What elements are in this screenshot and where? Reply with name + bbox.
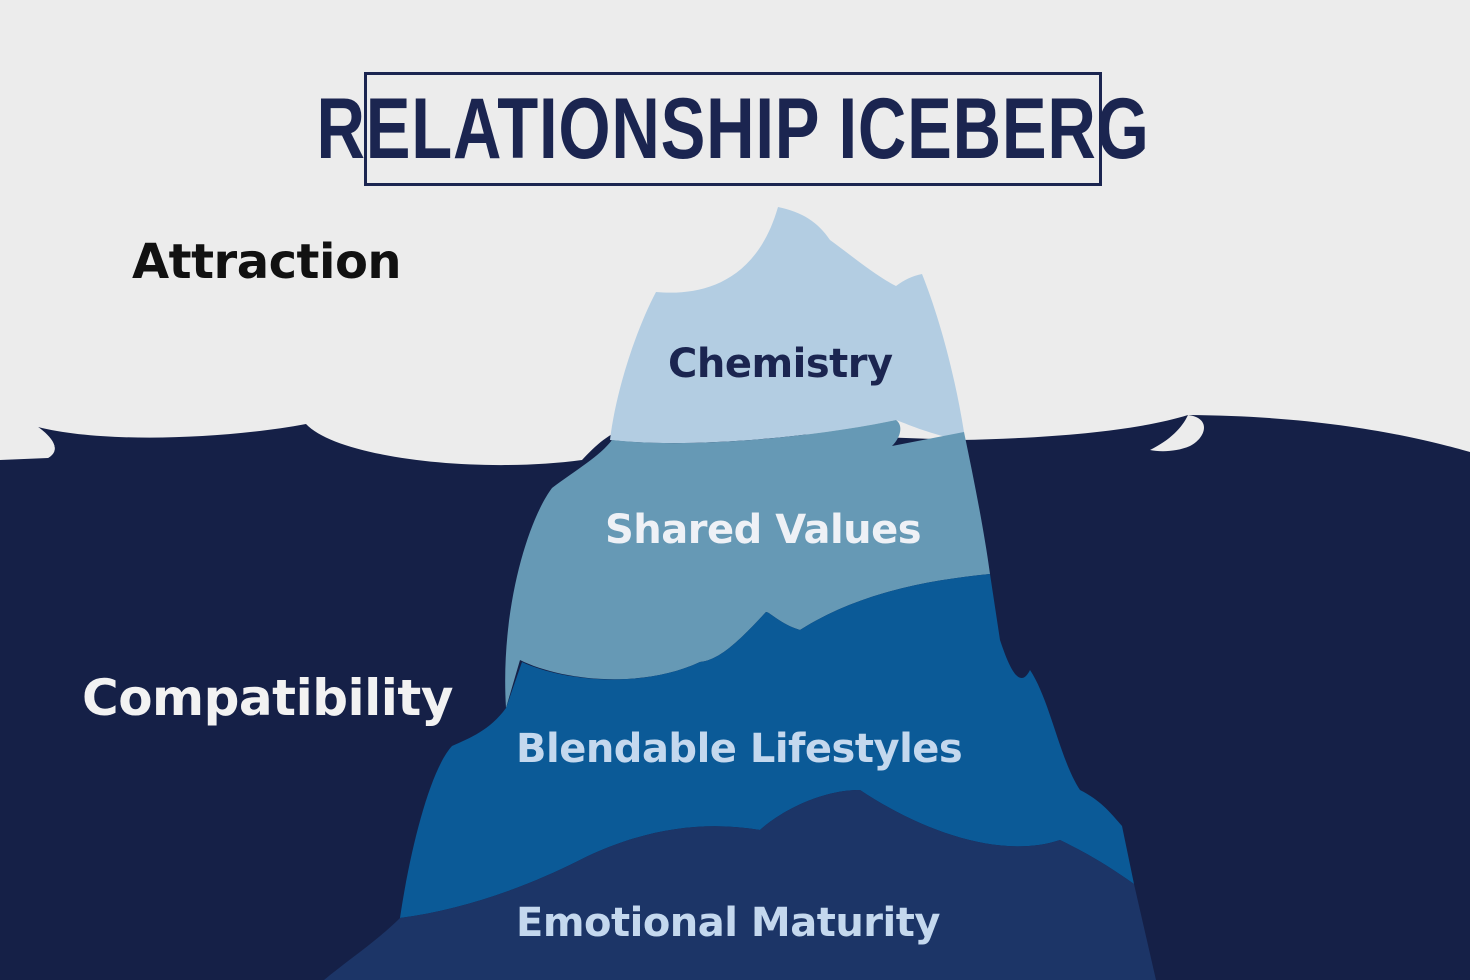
iceberg-layer-emotional-maturity <box>324 790 1156 980</box>
wave-curl <box>0 426 55 458</box>
layer-label-emotional-maturity: Emotional Maturity <box>516 900 940 946</box>
iceberg-layer-blendable-lifestyles <box>400 574 1134 918</box>
wave-curl <box>1150 415 1205 452</box>
label-compatibility: Compatibility <box>82 669 453 727</box>
iceberg-layer-chemistry <box>610 207 964 444</box>
page-title: RELATIONSHIP ICEBERG <box>316 81 1150 177</box>
layer-label-shared-values: Shared Values <box>605 507 922 553</box>
layer-label-chemistry: Chemistry <box>668 341 893 387</box>
layer-label-blendable-lifestyles: Blendable Lifestyles <box>516 726 963 772</box>
title-frame: RELATIONSHIP ICEBERG <box>316 72 1149 186</box>
label-attraction: Attraction <box>132 234 402 290</box>
iceberg-layer-shared-values <box>505 420 990 708</box>
